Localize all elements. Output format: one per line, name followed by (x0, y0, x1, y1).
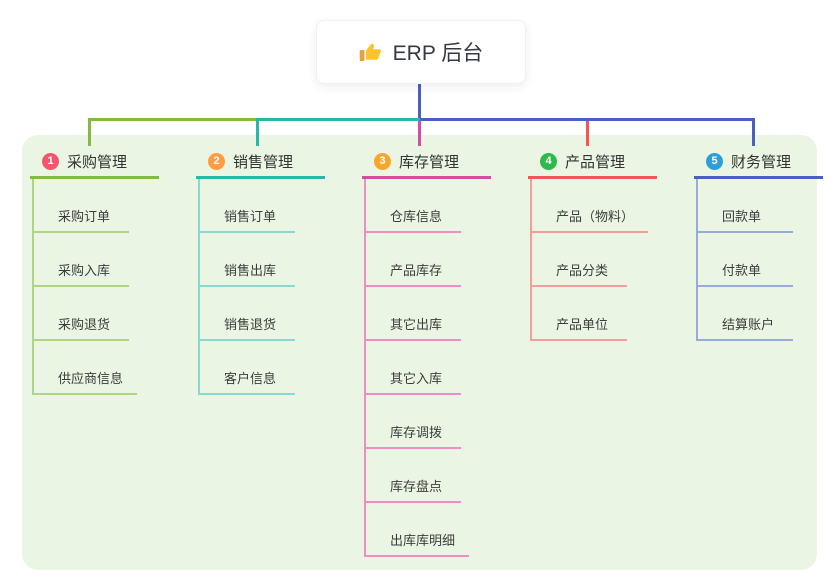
branch-title-inventory[interactable]: 3 库存管理 (362, 146, 491, 179)
branch-title-purchase[interactable]: 1 采购管理 (30, 146, 159, 179)
child-node[interactable]: 付款单 (698, 260, 793, 287)
child-node[interactable]: 库存调拨 (366, 422, 461, 449)
branch-title-label: 销售管理 (233, 153, 294, 171)
root-node[interactable]: ERP 后台 (316, 20, 526, 84)
child-node[interactable]: 销售退货 (200, 314, 295, 341)
badge-2-icon: 2 (208, 152, 225, 170)
connector-horizontal-sales (256, 118, 420, 121)
branch-title-label: 库存管理 (399, 153, 460, 171)
child-node[interactable]: 供应商信息 (34, 368, 138, 395)
badge-5-icon: 5 (706, 152, 723, 170)
child-node[interactable]: 产品分类 (532, 260, 627, 287)
branch-inventory: 3 库存管理 仓库信息 产品库存 其它出库 其它入库 库存调拨 库存盘点 出库库… (362, 146, 491, 557)
child-node[interactable]: 采购订单 (34, 206, 129, 233)
connector-drop-inventory (418, 121, 421, 146)
badge-4-icon: 4 (540, 152, 557, 170)
child-node[interactable]: 产品库存 (366, 260, 461, 287)
child-node[interactable]: 产品（物料） (532, 206, 649, 233)
child-node[interactable]: 回款单 (698, 206, 793, 233)
branch-children: 仓库信息 产品库存 其它出库 其它入库 库存调拨 库存盘点 出库库明细 (364, 179, 491, 557)
child-node[interactable]: 销售订单 (200, 206, 295, 233)
connector-root-line (418, 82, 421, 118)
branch-title-label: 产品管理 (565, 153, 626, 171)
child-node[interactable]: 销售出库 (200, 260, 295, 287)
branch-product: 4 产品管理 产品（物料） 产品分类 产品单位 (528, 146, 657, 341)
child-node[interactable]: 其它入库 (366, 368, 461, 395)
branch-children: 采购订单 采购入库 采购退货 供应商信息 (32, 179, 159, 395)
branch-title-label: 财务管理 (731, 153, 792, 171)
branch-children: 回款单 付款单 结算账户 (696, 179, 823, 341)
child-node[interactable]: 其它出库 (366, 314, 461, 341)
connector-drop-finance (752, 118, 755, 146)
branch-sales: 2 销售管理 销售订单 销售出库 销售退货 客户信息 (196, 146, 325, 395)
branch-children: 销售订单 销售出库 销售退货 客户信息 (198, 179, 325, 395)
child-node[interactable]: 仓库信息 (366, 206, 461, 233)
branch-purchase: 1 采购管理 采购订单 采购入库 采购退货 供应商信息 (30, 146, 159, 395)
branch-title-sales[interactable]: 2 销售管理 (196, 146, 325, 179)
thumbs-up-icon (359, 40, 383, 64)
connector-horizontal-finance (420, 118, 755, 121)
branch-title-product[interactable]: 4 产品管理 (528, 146, 657, 179)
root-label: ERP 后台 (392, 42, 484, 65)
connector-drop-sales (256, 118, 259, 146)
badge-3-icon: 3 (374, 152, 391, 170)
branch-children: 产品（物料） 产品分类 产品单位 (530, 179, 657, 341)
child-node[interactable]: 库存盘点 (366, 476, 461, 503)
mindmap-board (22, 135, 817, 570)
badge-1-icon: 1 (42, 152, 59, 170)
child-node[interactable]: 采购入库 (34, 260, 129, 287)
child-node[interactable]: 出库库明细 (366, 530, 470, 557)
child-node[interactable]: 客户信息 (200, 368, 295, 395)
child-node[interactable]: 采购退货 (34, 314, 129, 341)
child-node[interactable]: 产品单位 (532, 314, 627, 341)
branch-finance: 5 财务管理 回款单 付款单 结算账户 (694, 146, 823, 341)
connector-horizontal-purchase (88, 118, 256, 121)
connector-drop-purchase (88, 118, 91, 146)
branch-title-finance[interactable]: 5 财务管理 (694, 146, 823, 179)
connector-drop-product (586, 121, 589, 146)
child-node[interactable]: 结算账户 (698, 314, 793, 341)
branch-title-label: 采购管理 (67, 153, 128, 171)
